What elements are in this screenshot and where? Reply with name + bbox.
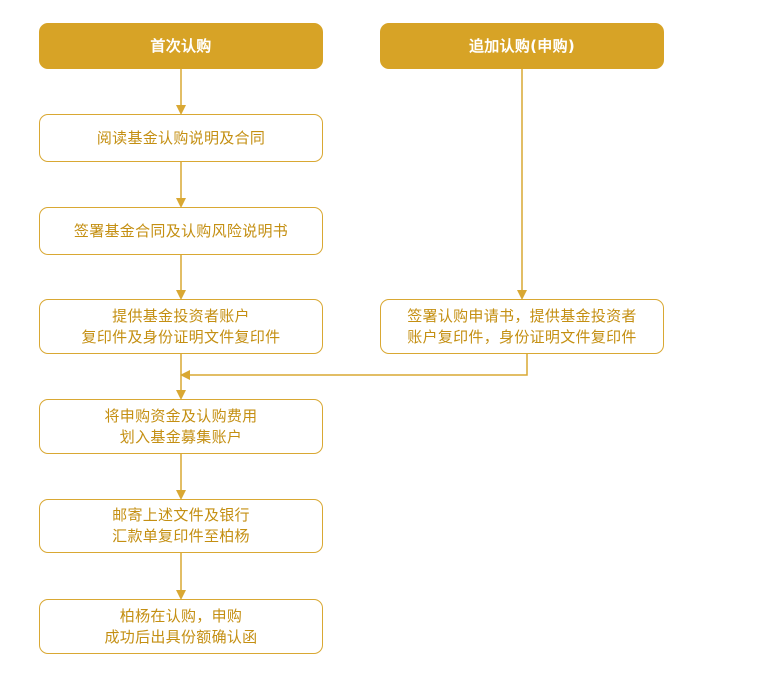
step-provide-documents: 提供基金投资者账户 复印件及身份证明文件复印件 <box>39 299 323 354</box>
step-read-documents: 阅读基金认购说明及合同 <box>39 114 323 162</box>
step-sign-application: 签署认购申请书，提供基金投资者 账户复印件，身份证明文件复印件 <box>380 299 664 354</box>
step-line: 复印件及身份证明文件复印件 <box>81 327 281 346</box>
step-mail-documents: 邮寄上述文件及银行 汇款单复印件至柏杨 <box>39 499 323 553</box>
step-line: 成功后出具份额确认函 <box>104 627 258 646</box>
step-line: 邮寄上述文件及银行 <box>112 506 250 524</box>
additional-subscription-header: 追加认购(申购) <box>380 23 664 69</box>
step-line: 柏杨在认购，申购 <box>119 606 243 625</box>
step-transfer-funds: 将申购资金及认购费用 划入基金募集账户 <box>39 399 323 454</box>
step-line: 阅读基金认购说明及合同 <box>96 128 266 147</box>
step-line: 将申购资金及认购费用 <box>104 406 258 425</box>
first-subscription-header: 首次认购 <box>39 23 323 69</box>
step-line: 提供基金投资者账户 <box>112 306 250 325</box>
step-sign-contract: 签署基金合同及认购风险说明书 <box>39 207 323 255</box>
step-line: 账户复印件，身份证明文件复印件 <box>407 327 637 346</box>
merge-connector <box>180 354 528 380</box>
step-line: 划入基金募集账户 <box>119 427 243 446</box>
header-label: 追加认购(申购) <box>468 36 576 55</box>
step-line: 签署认购申请书，提供基金投资者 <box>407 306 637 325</box>
step-line: 汇款单复印件至柏杨 <box>112 527 250 545</box>
header-label: 首次认购 <box>150 36 212 55</box>
step-confirmation-letter: 柏杨在认购，申购 成功后出具份额确认函 <box>39 599 323 654</box>
step-line: 签署基金合同及认购风险说明书 <box>73 221 289 240</box>
